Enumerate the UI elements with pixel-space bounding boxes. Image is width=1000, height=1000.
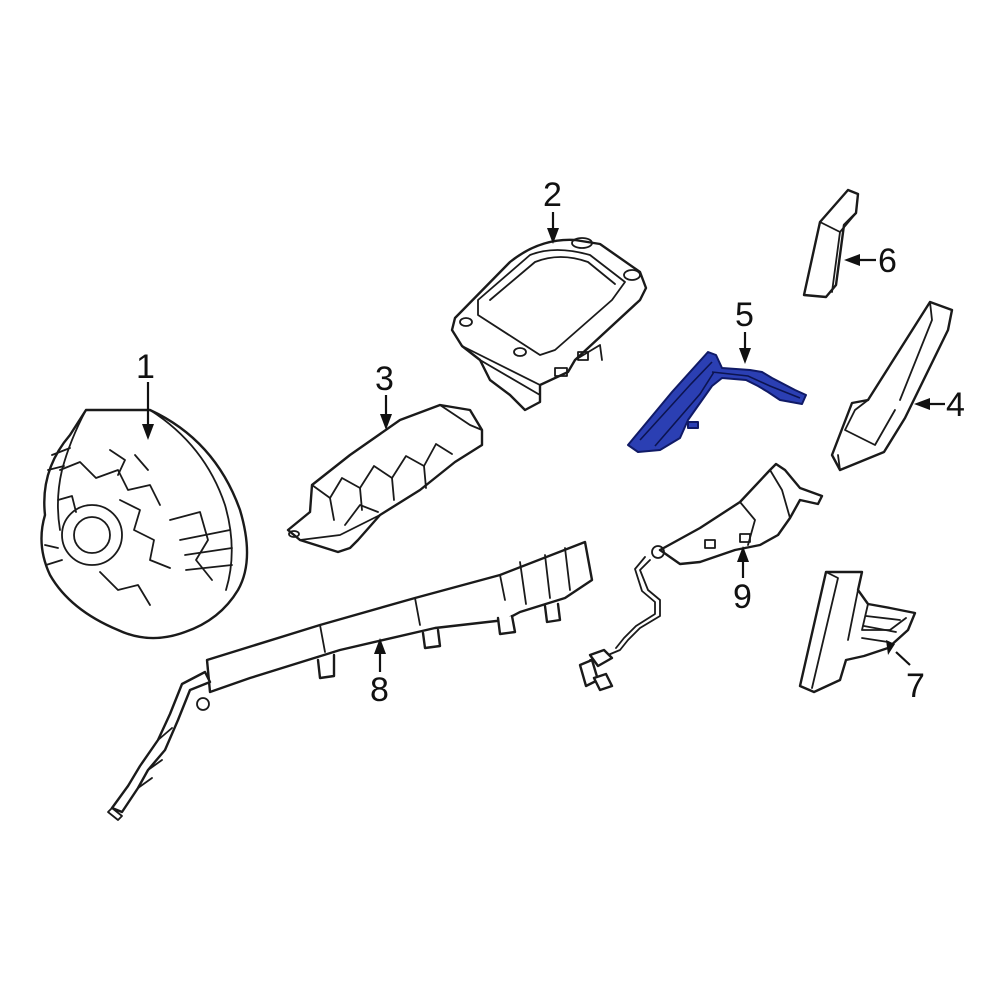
leader-4-arrowhead [914,398,930,410]
callout-9[interactable]: 9 [733,578,752,616]
callout-3[interactable]: 3 [375,360,394,398]
part-3-knee-airbag[interactable] [286,403,484,554]
part-5-highlighted-component[interactable] [627,351,807,453]
leader-8-arrowhead [374,638,386,654]
callout-4[interactable]: 4 [946,386,965,424]
leader-7 [895,651,911,666]
part-4-side-airbag[interactable] [830,300,954,472]
callout-numbers: 1 2 3 4 5 6 7 8 9 [136,176,965,709]
leader-5-arrowhead [739,348,751,364]
callout-7[interactable]: 7 [906,667,925,705]
callout-5[interactable]: 5 [735,296,754,334]
part-8-curtain-airbag[interactable] [107,540,594,821]
part-2-passenger-airbag[interactable] [450,237,648,412]
leader-6-arrowhead [844,254,860,266]
leader-7-arrowhead [886,640,895,655]
leader-3-arrowhead [380,414,392,430]
part-7-sensor-module[interactable] [798,570,917,694]
leader-1-arrowhead [142,424,154,440]
callout-1[interactable]: 1 [136,348,155,386]
part-1-driver-airbag[interactable] [40,408,249,640]
part-9-sensor-harness[interactable] [578,462,824,692]
callout-6[interactable]: 6 [878,242,897,280]
callout-2[interactable]: 2 [543,176,562,214]
part-6-trim-piece[interactable] [802,188,860,299]
callout-leaders [142,212,945,672]
callout-8[interactable]: 8 [370,671,389,709]
leader-9-arrowhead [737,546,749,562]
leader-2-arrowhead [547,228,559,244]
